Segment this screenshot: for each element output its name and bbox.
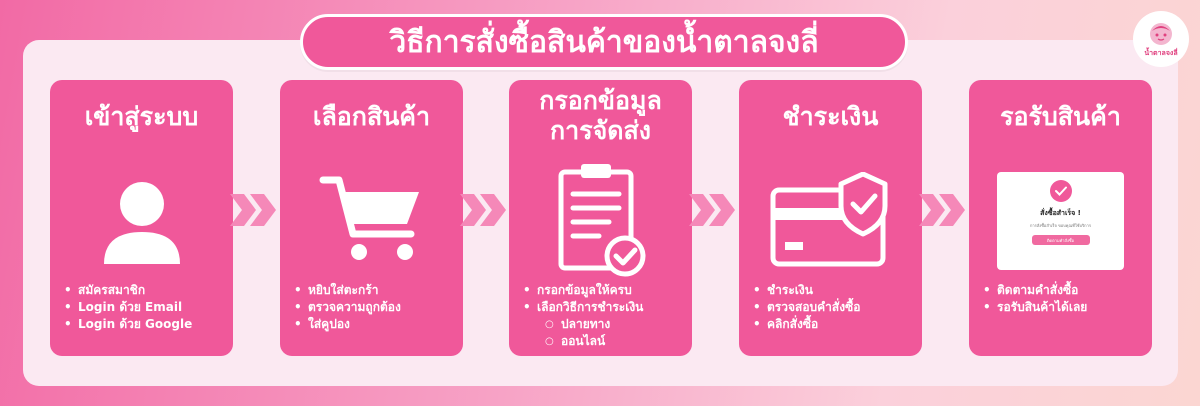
order-success-popup: สั่งซื้อสำเร็จ ! การสั่งซื้อสำเร็จ ขอบคุ…: [969, 172, 1152, 270]
step-title: เลือกสินค้า: [312, 102, 431, 131]
popup-text: การสั่งซื้อสำเร็จ ขอบคุณที่ใช้บริการ: [1029, 223, 1092, 228]
clipboard-check-icon: [509, 160, 692, 278]
list-item: หยิบใส่ตะกร้า: [292, 282, 457, 299]
list-item: เลือกวิธีการชำระเงิน: [521, 299, 686, 316]
step-items: หยิบใส่ตะกร้า ตรวจความถูกต้อง ใส่คูปอง: [292, 282, 457, 333]
list-item: กรอกข้อมูลให้ครบ: [521, 282, 686, 299]
user-icon: [50, 180, 233, 266]
brand-name: น้ำตาลจงลี่: [1144, 49, 1178, 57]
list-item: รอรับสินค้าได้เลย: [981, 299, 1146, 316]
step-card-shipping-info: กรอกข้อมูล การจัดส่ง กรอกข้อมูลให้ครบ เล…: [509, 80, 692, 356]
popup-title: สั่งซื้อสำเร็จ !: [1040, 209, 1081, 217]
double-chevron-right-icon: [689, 194, 735, 226]
step-items: ชำระเงิน ตรวจสอบคำสั่งซื้อ คลิกสั่งซื้อ: [751, 282, 916, 333]
list-item: ติดตามคำสั่งซื้อ: [981, 282, 1146, 299]
sub-list-item: ออนไลน์: [521, 333, 686, 350]
list-item: ตรวจความถูกต้อง: [292, 299, 457, 316]
step-title: กรอกข้อมูล: [539, 86, 662, 115]
step-card-login: เข้าสู่ระบบ สมัครสมาชิก Login ด้วย Email…: [50, 80, 233, 356]
step-title-line-2: การจัดส่ง: [550, 116, 651, 145]
step-card-select-product: เลือกสินค้า หยิบใส่ตะกร้า ตรวจความถูกต้อ…: [280, 80, 463, 356]
double-chevron-right-icon: [230, 194, 276, 226]
brand-mascot-icon: [1150, 23, 1172, 45]
step-card-payment: ชำระเงิน ชำระเงิน ตรวจสอบคำสั่งซื้อ คลิก…: [739, 80, 922, 356]
list-item: Login ด้วย Email: [62, 299, 227, 316]
list-item: สมัครสมาชิก: [62, 282, 227, 299]
shopping-cart-icon: [280, 172, 463, 264]
step-title: เข้าสู่ระบบ: [84, 102, 199, 131]
step-title: ชำระเงิน: [782, 102, 879, 131]
sub-list-item: ปลายทาง: [521, 316, 686, 333]
step-items: ติดตามคำสั่งซื้อ รอรับสินค้าได้เลย: [981, 282, 1146, 316]
step-card-receive: รอรับสินค้า สั่งซื้อสำเร็จ ! การสั่งซื้อ…: [969, 80, 1152, 356]
double-chevron-right-icon: [919, 194, 965, 226]
brand-logo: น้ำตาลจงลี่: [1133, 11, 1189, 67]
list-item: Login ด้วย Google: [62, 316, 227, 333]
credit-card-shield-icon: [739, 172, 922, 272]
double-chevron-right-icon: [460, 194, 506, 226]
step-items: กรอกข้อมูลให้ครบ เลือกวิธีการชำระเงิน ปล…: [521, 282, 686, 350]
check-icon: [1049, 180, 1072, 202]
page-title: วิธีการสั่งซื้อสินค้าของน้ำตาลจงลี่: [300, 14, 908, 70]
step-title: รอรับสินค้า: [1000, 102, 1121, 131]
step-items: สมัครสมาชิก Login ด้วย Email Login ด้วย …: [62, 282, 227, 333]
list-item: ตรวจสอบคำสั่งซื้อ: [751, 299, 916, 316]
list-item: ใส่คูปอง: [292, 316, 457, 333]
track-order-button: ติดตามคำสั่งซื้อ: [1031, 235, 1090, 245]
list-item: ชำระเงิน: [751, 282, 916, 299]
list-item: คลิกสั่งซื้อ: [751, 316, 916, 333]
